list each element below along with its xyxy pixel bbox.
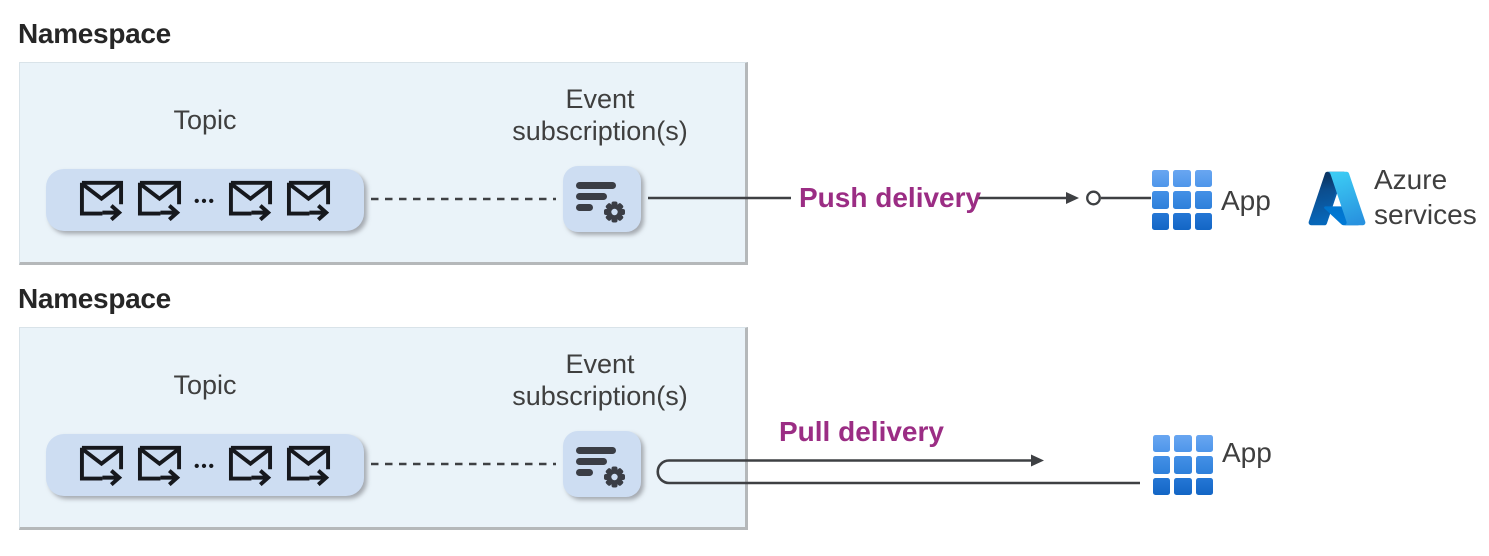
app-label: App: [1221, 185, 1271, 216]
event-envelope-icon: [80, 445, 124, 486]
topic-ellipsis: •••: [194, 192, 216, 210]
push-delivery-label: Push delivery: [799, 182, 982, 213]
namespace-heading-pull: Namespace: [18, 283, 171, 314]
event-subscription-label: Event subscription(s): [512, 349, 688, 411]
event-envelope-icon: [286, 445, 330, 486]
app-icon: [1153, 435, 1213, 495]
event-envelope-icon: [80, 180, 124, 221]
event-subscription-icon: [563, 166, 641, 232]
topic-tile: •••: [46, 434, 364, 496]
topic-label: Topic: [173, 105, 237, 135]
event-envelope-icon: [286, 180, 330, 221]
event-envelope-icon: [228, 180, 272, 221]
azure-logo-icon: [1308, 171, 1366, 226]
push-arrowhead-icon: [1066, 192, 1079, 204]
filter-gear-icon: [576, 447, 625, 488]
namespace-heading-push: Namespace: [18, 18, 171, 49]
namespace-box-pull: Topic ••• Event subscription(s): [19, 327, 748, 530]
topic-label: Topic: [173, 370, 237, 400]
app-label: App: [1222, 437, 1272, 468]
event-envelope-icon: [228, 445, 272, 486]
event-envelope-icon: [138, 445, 182, 486]
azure-services-label: Azure services: [1374, 164, 1477, 230]
topic-tile: •••: [46, 169, 364, 231]
namespace-box-push: Topic ••• Event subscription(s): [19, 62, 748, 265]
pull-arrowhead-icon: [1031, 454, 1044, 467]
topic-ellipsis: •••: [194, 457, 216, 475]
event-envelope-icon: [138, 180, 182, 221]
event-subscription-label: Event subscription(s): [512, 84, 688, 146]
event-subscription-icon: [563, 431, 641, 497]
gear-icon: [604, 201, 625, 223]
pull-delivery-label: Pull delivery: [779, 416, 944, 447]
push-endpoint-circle: [1086, 190, 1101, 206]
filter-gear-icon: [576, 182, 625, 223]
app-icon: [1152, 170, 1212, 230]
gear-icon: [604, 466, 625, 488]
